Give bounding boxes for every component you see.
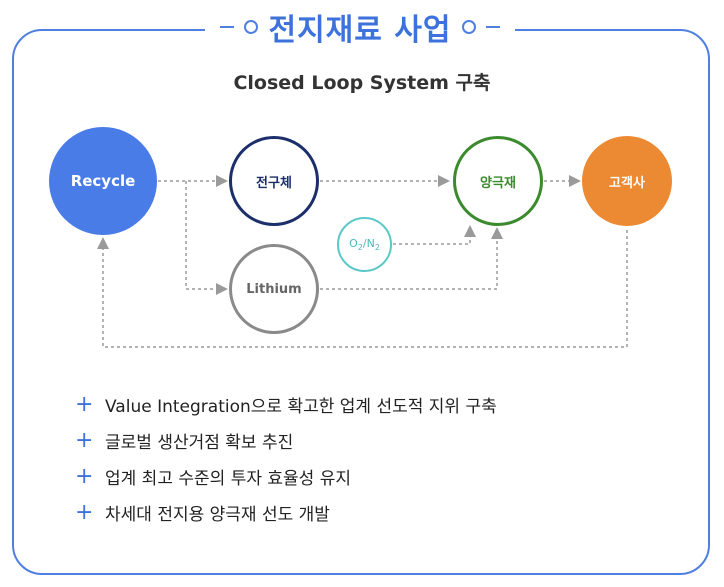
title-right-dot bbox=[461, 20, 476, 34]
bullet-text: 업계 최고 수준의 투자 효율성 유지 bbox=[105, 468, 351, 489]
plus-icon: + bbox=[75, 427, 94, 453]
plus-icon: + bbox=[75, 499, 94, 525]
bullet-text: Value Integration으로 확고한 업계 선도적 지위 구축 bbox=[105, 396, 497, 417]
title-banner: 전지재료 사업 bbox=[205, 4, 515, 50]
node-precursor: 전구체 bbox=[229, 136, 319, 226]
bullet-text: 글로벌 생산거점 확보 추진 bbox=[105, 432, 294, 453]
list-item: + 글로벌 생산거점 확보 추진 bbox=[75, 422, 497, 458]
bullet-text: 차세대 전지용 양극재 선도 개발 bbox=[105, 504, 330, 525]
edge-customer-recycle bbox=[97, 230, 628, 348]
list-item: + 업계 최고 수준의 투자 효율성 유지 bbox=[75, 458, 497, 494]
title-left-dot bbox=[244, 20, 259, 34]
list-item: + Value Integration으로 확고한 업계 선도적 지위 구축 bbox=[75, 386, 497, 422]
node-recycle: Recycle bbox=[49, 127, 157, 235]
title-left-line bbox=[220, 25, 235, 29]
page-title: 전지재료 사업 bbox=[268, 13, 452, 48]
bullet-list: + Value Integration으로 확고한 업계 선도적 지위 구축 + 글… bbox=[75, 386, 497, 530]
node-customer: 고객사 bbox=[582, 136, 672, 226]
node-lithium: Lithium bbox=[229, 244, 319, 334]
edge-gas-cathode bbox=[393, 225, 476, 245]
gas-label: O2/N2 bbox=[349, 236, 380, 253]
edge-recycle-lithium bbox=[185, 181, 228, 295]
plus-icon: + bbox=[75, 391, 94, 417]
plus-icon: + bbox=[75, 463, 94, 489]
page-subtitle: Closed Loop System 구축 bbox=[233, 72, 491, 94]
list-item: + 차세대 전지용 양극재 선도 개발 bbox=[75, 494, 497, 530]
node-o2n2: O2/N2 bbox=[337, 217, 392, 272]
edge-lithium-cathode bbox=[320, 227, 503, 290]
title-right-line bbox=[485, 25, 500, 29]
node-cathode: 양극재 bbox=[453, 136, 543, 226]
